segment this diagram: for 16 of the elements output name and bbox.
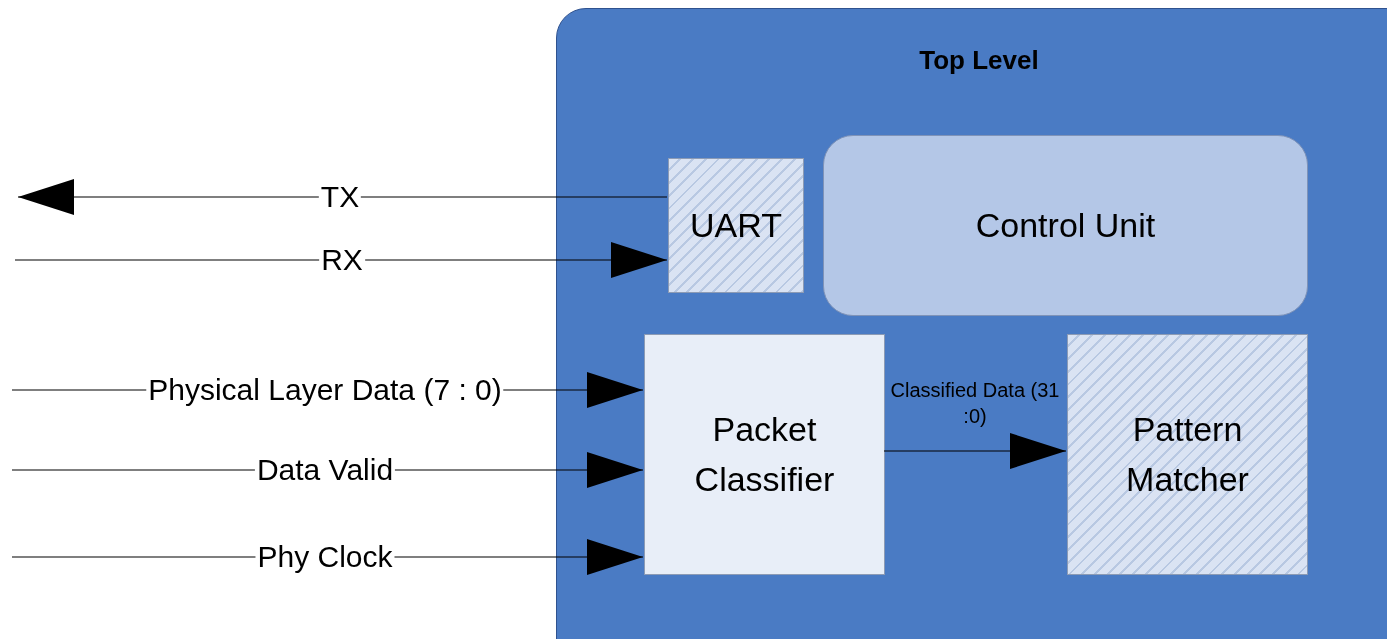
process-block bbox=[644, 334, 885, 575]
signal-arrow bbox=[883, 433, 1067, 469]
hatched-block bbox=[1067, 334, 1308, 575]
edge-label: Physical Layer Data (7 : 0) bbox=[146, 375, 504, 405]
container-panel bbox=[556, 8, 1387, 639]
signal-arrow bbox=[14, 242, 668, 278]
panel-title: Top Level bbox=[918, 45, 1040, 76]
block-label: Control Unit bbox=[974, 204, 1157, 246]
block-label: Packet Classifier bbox=[693, 409, 836, 500]
rounded-block bbox=[823, 135, 1308, 316]
edge-label: Phy Clock bbox=[255, 542, 395, 572]
signal-arrow bbox=[17, 179, 668, 215]
hatched-block bbox=[668, 158, 804, 293]
block-label: Pattern Matcher bbox=[1125, 409, 1250, 500]
edge-label: Classified Data (31 :0) bbox=[889, 378, 1061, 429]
block-label: UART bbox=[689, 204, 783, 246]
